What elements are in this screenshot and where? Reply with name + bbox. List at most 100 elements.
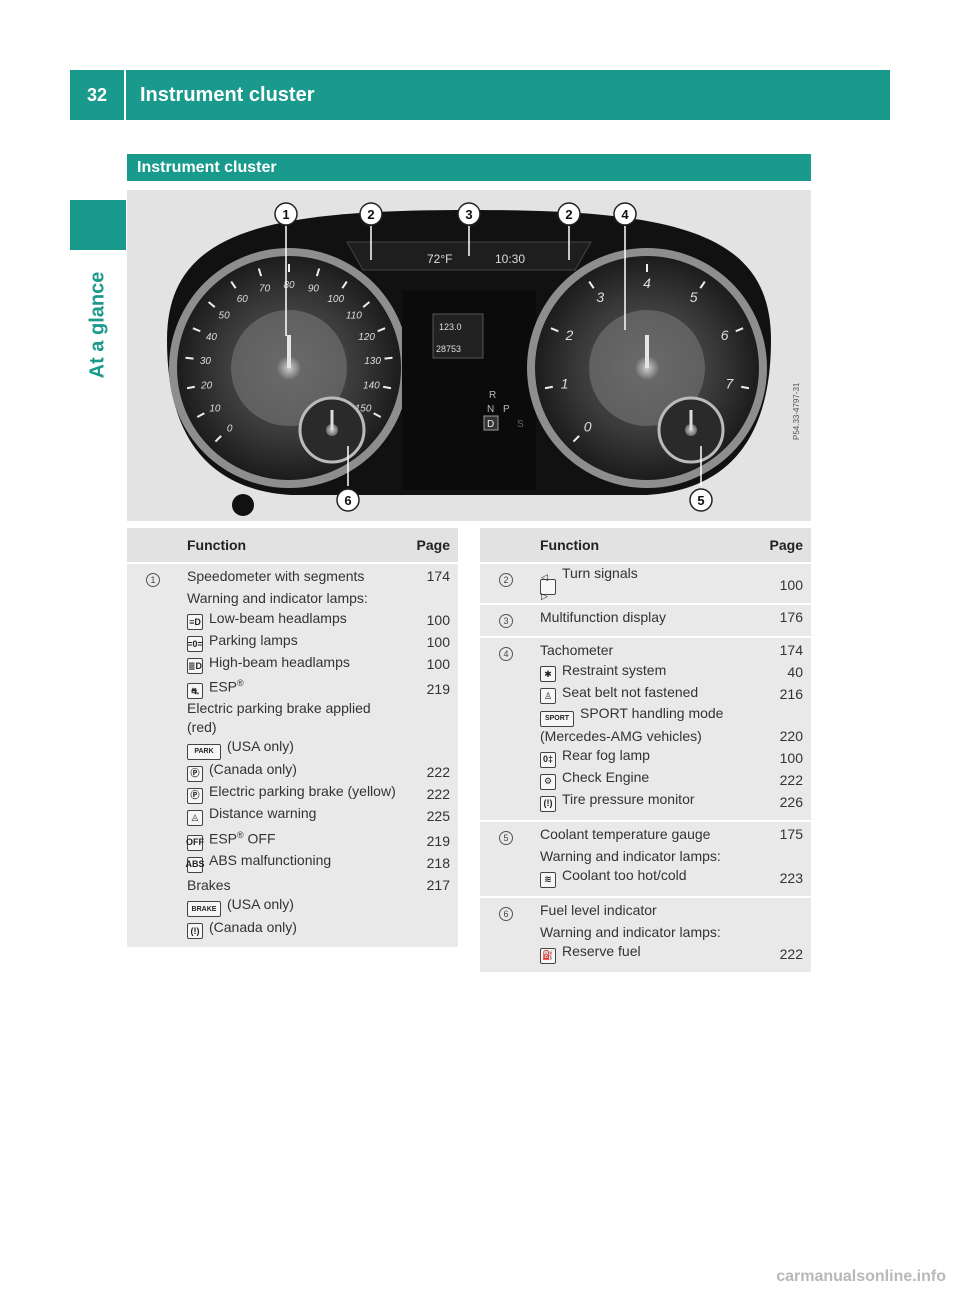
callout-number-badge: 2	[499, 573, 513, 587]
header-page: Page	[769, 537, 803, 553]
function-text: Reserve fuel	[562, 943, 641, 959]
page-ref: 100	[426, 634, 450, 650]
callout-label: 2	[565, 207, 572, 222]
callout-number: 5	[480, 822, 532, 888]
function-text: Turn signals	[562, 565, 638, 581]
callout-number-badge: 3	[499, 614, 513, 628]
park-icon: PARK	[187, 743, 221, 760]
page-ref: 219	[426, 681, 450, 698]
dial-tick-mark	[544, 385, 554, 390]
page-ref: 100	[779, 749, 803, 766]
left-table-header: Function Page	[127, 528, 458, 562]
page-ref: 216	[779, 686, 803, 702]
brake-icon: BRAKE	[187, 901, 221, 918]
dial-tick-mark	[230, 280, 237, 289]
page-ref: 222	[426, 785, 450, 802]
dial-tick-mark	[382, 385, 392, 390]
callout-number-badge: 5	[499, 830, 513, 845]
distance-warning-icon: ◬	[187, 809, 203, 826]
dial-tick-label: 3	[596, 289, 604, 305]
page-ref: 222	[779, 945, 803, 962]
rear-fog-icon: 0‡	[540, 751, 556, 768]
function-text: Warning and indicator lamps:	[187, 590, 368, 606]
dial-tick-label: 10	[209, 404, 221, 415]
header-function: Function	[187, 537, 247, 553]
page-ref: 100	[426, 656, 450, 672]
dial-tick-label: 6	[721, 327, 729, 343]
dial-tick-label: 0	[584, 418, 592, 434]
coolant-icon: ≋	[540, 871, 556, 888]
dial-tick-label: 40	[206, 332, 218, 343]
dial-tick-label: 1	[561, 375, 569, 391]
table-row: Electric parking brake applied (red)	[179, 699, 458, 737]
callout-circle	[274, 202, 298, 226]
table-row: Warning and indicator lamps:	[532, 920, 811, 942]
gear-d-box	[483, 415, 499, 431]
low-beam-icon: ≡D	[187, 614, 203, 630]
function-text: Check Engine	[562, 769, 650, 785]
page-ref: 222	[779, 771, 803, 788]
table-row: (!) (Canada only)	[179, 917, 458, 940]
fuel-icon: ⛽	[540, 947, 556, 964]
gear-r: R	[489, 390, 496, 401]
function-text: Rear fog lamp	[562, 747, 650, 763]
mfd-window	[432, 313, 484, 359]
tire-pressure-icon: (!)	[540, 795, 556, 812]
table-row: Fuel level indicator	[532, 898, 811, 920]
callout-number: 2	[480, 564, 532, 595]
parking-brake-icon: Ⓟ	[187, 765, 203, 782]
dial-tick-label: 70	[259, 284, 271, 295]
callout-label: 2	[367, 207, 374, 222]
gear-p: P	[503, 404, 510, 415]
function-text: (Canada only)	[209, 918, 297, 935]
dial-tick-label: 130	[364, 356, 381, 367]
cluster-knob	[232, 494, 254, 516]
dial-tick-mark	[207, 301, 216, 308]
table-row: 0‡ Rear fog lamp 100	[532, 746, 811, 768]
dial-tick-mark	[588, 280, 595, 289]
callout-label: 6	[344, 493, 351, 508]
function-text: (USA only)	[227, 895, 294, 912]
callout-label: 5	[697, 493, 704, 508]
page-number: 32	[70, 70, 126, 120]
brake-canada-icon: (!)	[187, 923, 203, 940]
dial-tick-mark	[550, 327, 559, 333]
gear-n: N	[487, 404, 494, 415]
function-text: Tachometer	[540, 642, 614, 658]
turn-signal-icon: ◁ ▷	[540, 572, 556, 601]
table-row: ⛽ Reserve fuel 222	[532, 942, 811, 964]
function-text: Coolant too hot/cold	[562, 867, 687, 883]
function-text: Low-beam headlamps	[209, 609, 347, 626]
esp-icon: ⛐	[187, 683, 203, 700]
dial-tick-label: 7	[726, 375, 735, 391]
dial-tick-mark	[362, 301, 371, 308]
table-row: Warning and indicator lamps:	[179, 586, 458, 608]
dial-tick-mark	[341, 280, 348, 289]
function-text: Electric parking brake (yellow)	[209, 783, 396, 800]
abs-icon: ABS	[186, 856, 205, 873]
callout-number-badge: 4	[499, 647, 513, 661]
page-title: Instrument cluster	[140, 83, 315, 106]
dial-tick-mark	[740, 385, 750, 390]
page-ref: 219	[426, 832, 450, 849]
page-ref: 223	[779, 869, 803, 886]
dial-tick-mark	[196, 412, 205, 418]
dial-tick-mark	[699, 280, 706, 289]
function-text: Warning and indicator lamps:	[540, 847, 721, 864]
